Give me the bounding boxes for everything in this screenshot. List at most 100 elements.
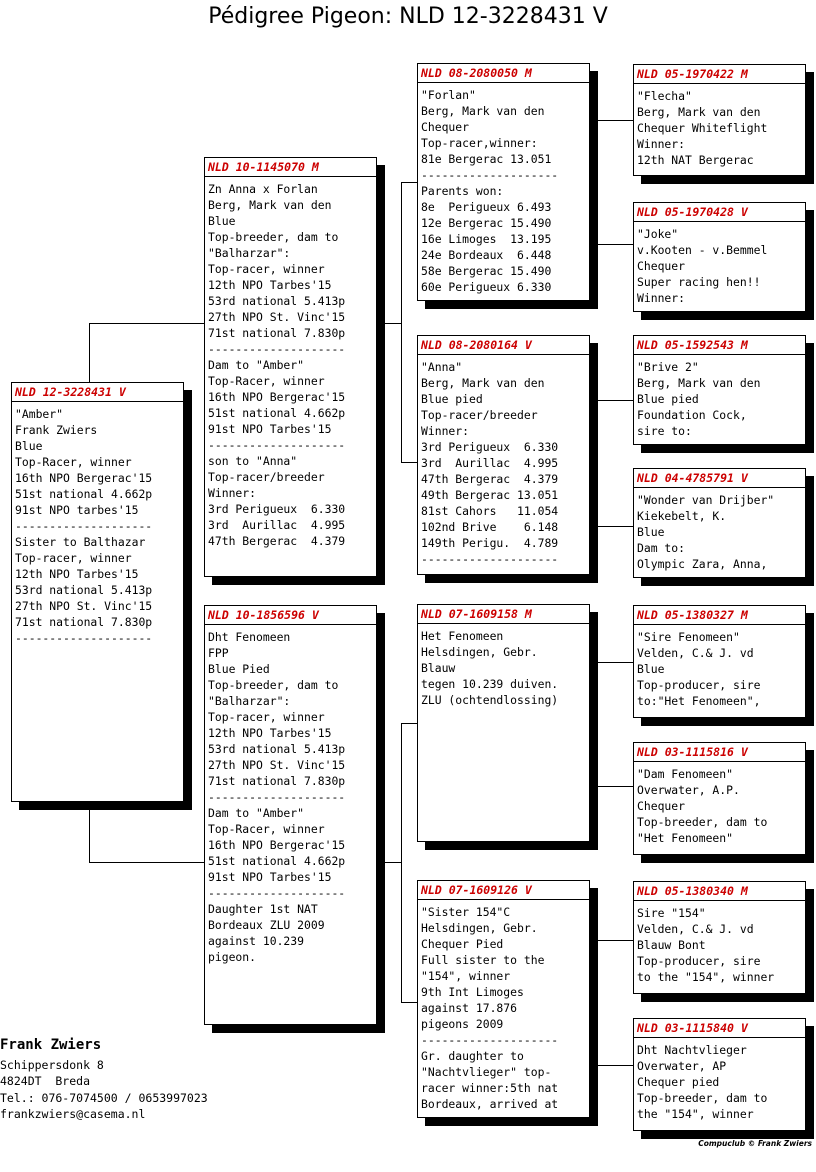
card-line: 81e Bergerac 13.051 xyxy=(421,152,552,166)
ring-number-header: NLD 03-1115816 V xyxy=(634,743,805,762)
card-line: Zn Anna x Forlan xyxy=(208,182,318,196)
card-line: Dam to "Amber" xyxy=(208,806,305,820)
card-line: 3rd Perigueux 6.330 xyxy=(208,502,346,516)
card-line: 3rd Aurillac 4.995 xyxy=(421,456,559,470)
ring-number-header: NLD 05-1970422 M xyxy=(634,65,805,84)
card-line: Super racing hen!! xyxy=(637,275,761,289)
card-line: Blue pied xyxy=(421,392,483,406)
pedigree-card-sire-dam: NLD 08-2080164 V"Anna"Berg, Mark van den… xyxy=(417,335,590,575)
card-line: Parents won: xyxy=(421,184,504,198)
card-line: 16th NPO Bergerac'15 xyxy=(208,838,346,852)
pedigree-card-sire-sire-dam: NLD 05-1970428 V"Joke"v.Kooten - v.Bemme… xyxy=(633,202,806,312)
card-line: Sister to Balthazar xyxy=(15,535,146,549)
card-line: 91st NPO Tarbes'15 xyxy=(208,870,332,884)
card-line: Berg, Mark van den xyxy=(421,104,545,118)
owner-postcode-city: 4824DT Breda xyxy=(0,1074,91,1089)
pedigree-card-sire-sire-sire: NLD 05-1970422 M"Flecha"Berg, Mark van d… xyxy=(633,64,806,176)
card-line: 53rd national 5.413p xyxy=(208,742,346,756)
card-line: Top-racer, winner xyxy=(208,262,325,276)
card-line: Dht Fenomeen xyxy=(208,630,291,644)
card-line: Top-producer, sire xyxy=(637,954,761,968)
card-line: -------------------- xyxy=(15,519,153,533)
card-line: Blauw xyxy=(421,661,456,675)
ring-number-header: NLD 07-1609126 V xyxy=(418,881,589,900)
card-line: "154", winner xyxy=(421,969,511,983)
card-line: Overwater, AP xyxy=(637,1059,727,1073)
card-line: Het Fenomeen xyxy=(421,629,504,643)
card-line: 91st NPO Tarbes'15 xyxy=(208,422,332,436)
card-line: 49th Bergerac 13.051 xyxy=(421,488,559,502)
card-line: 71st national 7.830p xyxy=(15,615,153,629)
card-line: Bordeaux ZLU 2009 xyxy=(208,918,325,932)
card-line: Top-breeder, dam to xyxy=(208,678,339,692)
ring-number-header: NLD 07-1609158 M xyxy=(418,605,589,624)
ring-number-header: NLD 03-1115840 V xyxy=(634,1019,805,1038)
card-line: Frank Zwiers xyxy=(15,423,98,437)
card-line: "Het Fenomeen" xyxy=(637,831,734,845)
card-line: Top-Racer, winner xyxy=(208,374,325,388)
card-line: 71st national 7.830p xyxy=(208,774,346,788)
card-line: "Balharzar": xyxy=(208,246,291,260)
card-line: Dam to "Amber" xyxy=(208,358,305,372)
card-line: against 17.876 xyxy=(421,1001,518,1015)
ring-number-header: NLD 08-2080164 V xyxy=(418,336,589,355)
card-line: Chequer Pied xyxy=(421,937,504,951)
card-line: 51st national 4.662p xyxy=(208,854,346,868)
card-line: v.Kooten - v.Bemmel xyxy=(637,243,768,257)
card-line: Dht Nachtvlieger xyxy=(637,1043,747,1057)
card-line: Berg, Mark van den xyxy=(208,198,332,212)
card-line: "Dam Fenomeen" xyxy=(637,767,734,781)
card-line: Gr. daughter to xyxy=(421,1049,524,1063)
card-line: Foundation Cock, xyxy=(637,408,747,422)
card-line: 16th NPO Bergerac'15 xyxy=(208,390,346,404)
card-line: 27th NPO St. Vinc'15 xyxy=(15,599,153,613)
card-line: 16e Limoges 13.195 xyxy=(421,232,552,246)
card-line: Top-racer, winner xyxy=(15,551,132,565)
ring-number-header: NLD 08-2080050 M xyxy=(418,64,589,83)
card-line: 27th NPO St. Vinc'15 xyxy=(208,758,346,772)
card-line: -------------------- xyxy=(208,790,346,804)
card-line: -------------------- xyxy=(421,552,559,566)
card-line: 3rd Aurillac 4.995 xyxy=(208,518,346,532)
card-line: "Nachtvlieger" top- xyxy=(421,1065,552,1079)
pedigree-card-sire-dam-dam: NLD 04-4785791 V"Wonder van Drijber"Kiek… xyxy=(633,468,806,578)
card-line: against 10.239 xyxy=(208,934,305,948)
card-line: ZLU (ochtendlossing) xyxy=(421,693,559,707)
card-line: 47th Bergerac 4.379 xyxy=(208,534,346,548)
card-line: Velden, C.& J. vd xyxy=(637,646,754,660)
card-line: son to "Anna" xyxy=(208,454,298,468)
card-line: Chequer xyxy=(421,120,470,134)
card-line: Chequer xyxy=(637,799,686,813)
card-line: 102nd Brive 6.148 xyxy=(421,520,559,534)
credit-footer: Compuclub © Frank Zwiers xyxy=(698,1139,812,1148)
card-line: Berg, Mark van den xyxy=(637,376,761,390)
card-line: 3rd Perigueux 6.330 xyxy=(421,440,559,454)
ring-number-header: NLD 05-1380327 M xyxy=(634,606,805,625)
card-line: 58e Bergerac 15.490 xyxy=(421,264,552,278)
ring-number-header: NLD 04-4785791 V xyxy=(634,469,805,488)
card-line: Bordeaux, arrived at xyxy=(421,1097,559,1111)
card-line: -------------------- xyxy=(208,342,346,356)
card-line: 9th Int Limoges xyxy=(421,985,524,999)
card-line: Berg, Mark van den xyxy=(421,376,545,390)
card-line: 51st national 4.662p xyxy=(15,487,153,501)
ring-number-header: NLD 12-3228431 V xyxy=(12,383,183,402)
card-line: 8e Perigueux 6.493 xyxy=(421,200,552,214)
card-line: 60e Perigueux 6.330 xyxy=(421,280,552,294)
card-line: 27th NPO St. Vinc'15 xyxy=(208,310,346,324)
card-line: Berg, Mark van den xyxy=(637,105,761,119)
card-line: Chequer pied xyxy=(637,1075,720,1089)
page-title: Pédigree Pigeon: NLD 12-3228431 V xyxy=(208,4,608,29)
card-line: Kiekebelt, K. xyxy=(637,509,727,523)
card-line: Winner: xyxy=(637,291,686,305)
